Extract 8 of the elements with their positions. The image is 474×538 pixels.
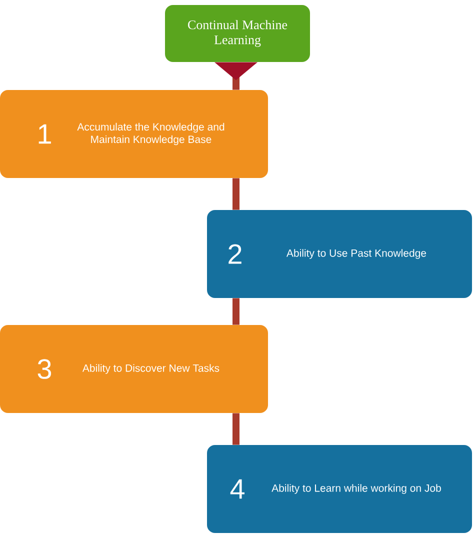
connector-line: [232, 298, 240, 325]
title-box: Continual Machine Learning: [165, 5, 310, 62]
connector-line: [232, 178, 240, 210]
process-box: 4 Ability to Learn while working on Job: [207, 445, 472, 533]
process-box: 3 Ability to Discover New Tasks: [0, 325, 268, 413]
connector-line: [232, 413, 240, 445]
process-box: 1 Accumulate the Knowledge and Maintain Knowledge Base: [0, 90, 268, 178]
process-box: 2 Ability to Use Past Knowledge: [207, 210, 472, 298]
